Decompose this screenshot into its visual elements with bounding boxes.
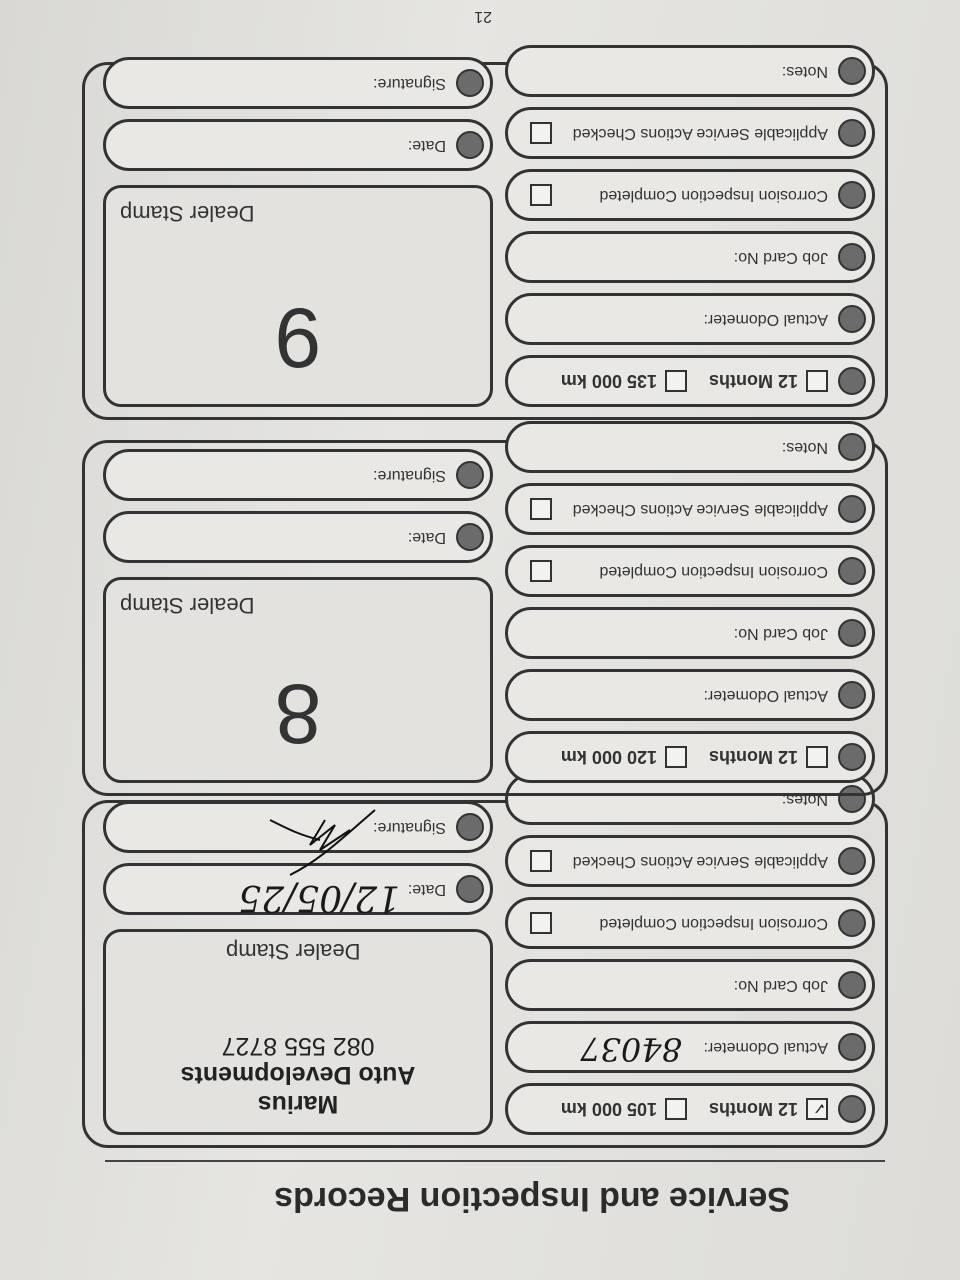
notes-row[interactable]: Notes: <box>505 421 875 473</box>
bullet-icon <box>838 243 866 271</box>
service-actions-checkbox[interactable] <box>530 122 552 144</box>
service-actions-row: Applicable Service Actions Checked <box>505 483 875 535</box>
bullet-icon <box>838 1095 866 1123</box>
service-actions-checkbox[interactable] <box>530 498 552 520</box>
bullet-icon <box>838 181 866 209</box>
signature-row[interactable]: Signature: <box>103 449 493 501</box>
record-number: 8 <box>274 667 322 761</box>
bullet-icon <box>838 743 866 771</box>
job-card-row[interactable]: Job Card No: <box>505 231 875 283</box>
job-card-row[interactable]: Job Card No: <box>505 959 875 1011</box>
bullet-icon <box>838 367 866 395</box>
bullet-icon <box>838 681 866 709</box>
bullet-icon <box>456 69 484 97</box>
signature-row[interactable]: Signature: <box>103 801 493 876</box>
job-card-row[interactable]: Job Card No: <box>505 607 875 659</box>
bullet-icon <box>838 495 866 523</box>
service-actions-row: Applicable Service Actions Checked <box>505 107 875 159</box>
months-checkbox[interactable] <box>806 370 828 392</box>
signature-row[interactable]: Signature: <box>103 57 493 109</box>
bullet-icon <box>838 909 866 937</box>
corrosion-row: Corrosion Inspection Completed <box>505 897 875 949</box>
bullet-icon <box>838 971 866 999</box>
dealer-stamp-box: 8 Dealer Stamp <box>103 577 493 783</box>
dealer-stamp: Marius Auto Developments 082 555 8727 <box>180 1032 416 1118</box>
bullet-icon <box>456 461 484 489</box>
record-number: 9 <box>274 291 322 385</box>
date-row[interactable]: Date: <box>103 511 493 563</box>
page-number: 21 <box>474 8 492 25</box>
bullet-icon <box>456 813 484 841</box>
bullet-icon <box>838 433 866 461</box>
signature-scribble <box>269 809 376 876</box>
bullet-icon <box>456 131 484 159</box>
bullet-icon <box>456 875 484 903</box>
bullet-icon <box>838 1033 866 1061</box>
bullet-icon <box>838 57 866 85</box>
bullet-icon <box>838 619 866 647</box>
months-checkbox[interactable]: ✓ <box>806 1098 828 1120</box>
bullet-icon <box>838 847 866 875</box>
dealer-stamp-box: 9 Dealer Stamp <box>103 185 493 407</box>
divider <box>105 1160 885 1162</box>
odometer-row[interactable]: Actual Odometer:84037 <box>505 1021 875 1073</box>
service-actions-row: Applicable Service Actions Checked <box>505 835 875 887</box>
odometer-row[interactable]: Actual Odometer: <box>505 669 875 721</box>
odometer-row[interactable]: Actual Odometer: <box>505 293 875 345</box>
bullet-icon <box>838 557 866 585</box>
corrosion-checkbox[interactable] <box>530 184 552 206</box>
bullet-icon <box>456 523 484 551</box>
km-checkbox[interactable] <box>664 1098 687 1120</box>
notes-row[interactable]: Notes: <box>505 45 875 97</box>
bullet-icon <box>838 119 866 147</box>
corrosion-row: Corrosion Inspection Completed <box>505 545 875 597</box>
corrosion-checkbox[interactable] <box>530 912 552 934</box>
page-title: Service and Inspection Records <box>274 1180 790 1218</box>
months-checkbox[interactable] <box>806 746 828 768</box>
odometer-value: 84037 <box>580 1030 682 1068</box>
corrosion-checkbox[interactable] <box>530 560 552 582</box>
dealer-stamp-box: Marius Auto Developments 082 555 8727 De… <box>103 929 493 1135</box>
date-value: 12/05/25 <box>238 877 400 918</box>
service-actions-checkbox[interactable] <box>530 850 552 872</box>
bullet-icon <box>838 305 866 333</box>
corrosion-row: Corrosion Inspection Completed <box>505 169 875 221</box>
date-row[interactable]: Date: <box>103 119 493 171</box>
km-checkbox[interactable] <box>664 370 687 392</box>
km-checkbox[interactable] <box>664 746 687 768</box>
